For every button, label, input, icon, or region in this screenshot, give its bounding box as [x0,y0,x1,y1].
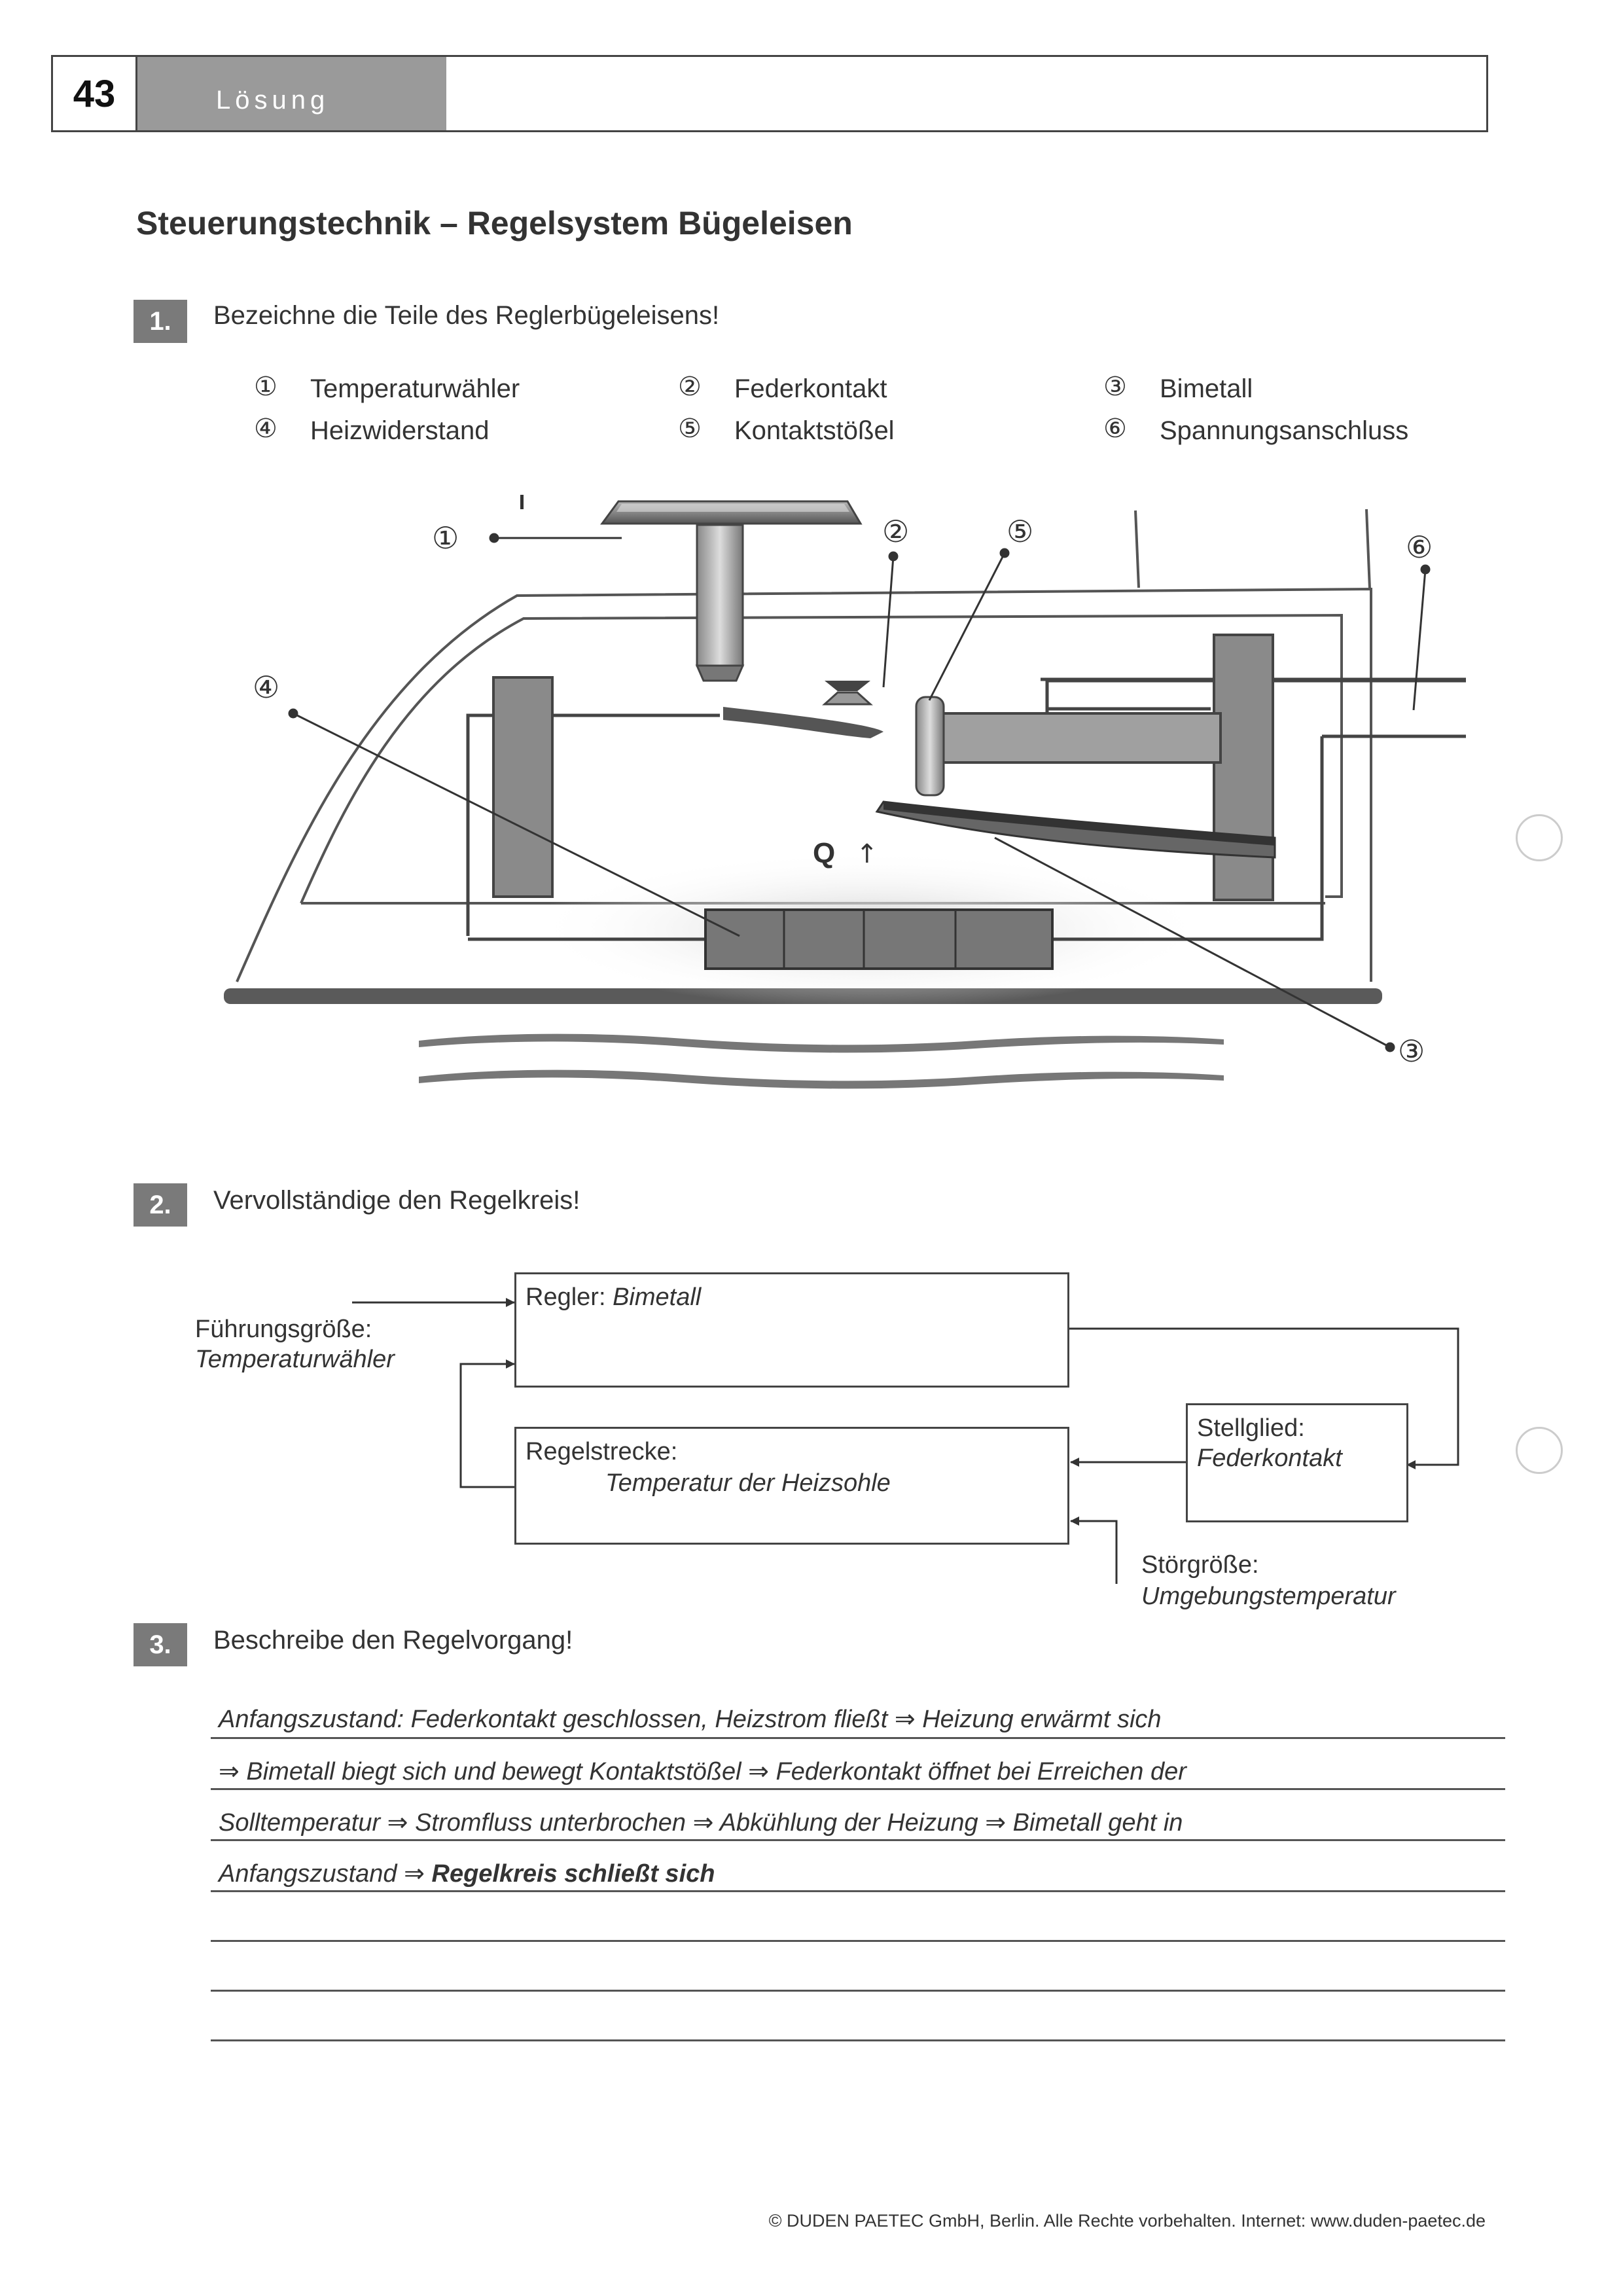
writing-line-1 [211,1737,1505,1739]
fuehrung-value: Temperaturwähler [195,1346,395,1373]
page-header: 43 Lösung [51,55,1488,132]
legend-num-3: ③ [1103,372,1127,402]
screw-tip [695,664,745,682]
knob-highlight [616,504,849,512]
header-tab: Lösung [135,57,446,130]
left-support [492,676,554,898]
heat-label: Q [813,837,835,869]
control-loop-lines [352,1298,1459,1584]
header-label: Lösung [216,86,330,115]
stellglied-value: Federkontakt [1197,1444,1342,1472]
legend-label-6: Spannungsanschluss [1160,416,1409,445]
contact-pin [915,696,945,797]
answer-line-3: Solltemperatur ⇒ Stromfluss unterbrochen… [219,1809,1183,1837]
task1-instruction: Bezeichne die Teile des Reglerbügeleisen… [213,301,720,330]
legend-num-6: ⑥ [1103,414,1127,444]
answer-line-4-bold: Regelkreis schließt sich [431,1860,715,1888]
knob-tick [520,495,524,509]
heating-resistor [704,908,1054,970]
writing-line-2 [211,1788,1505,1790]
task2-instruction: Vervollständige den Regelkreis! [213,1186,580,1215]
answer-line-4-text: Anfangszustand ⇒ [219,1860,432,1888]
contact-lower [822,691,873,706]
regelstrecke-box: Regelstrecke: Temperatur der Heizsohle [514,1427,1069,1545]
iron-diagram: ① ② ⑤ ⑥ ④ ③ Q ↑ [224,495,1466,1089]
heat-arrow: ↑ [856,839,878,869]
task2-badge: 2. [134,1183,187,1227]
legend-num-2: ② [678,372,702,402]
legend-label-4: Heizwiderstand [310,416,490,445]
stellglied-label: Stellglied: [1197,1414,1305,1442]
fuehrung-label: Führungsgröße: [195,1316,372,1343]
knob-screw [696,524,744,667]
legend-num-4: ④ [254,414,277,444]
regler-value: Bimetall [613,1283,702,1311]
page-number: 43 [73,72,116,115]
answer-line-2: ⇒ Bimetall biegt sich und bewegt Kontakt… [219,1758,1186,1785]
legend-num-5: ⑤ [678,414,702,444]
stoer-value: Umgebungstemperatur [1141,1583,1396,1610]
contact-upper [825,681,870,691]
answer-line-4: Anfangszustand ⇒ Regelkreis schließt sic… [219,1859,715,1888]
punch-hole-bottom [1516,1427,1563,1474]
strecke-value: Temperatur der Heizsohle [605,1469,891,1497]
legend-label-1: Temperaturwähler [310,374,520,403]
marker-2: ② [882,514,909,549]
marker-3: ③ [1398,1033,1425,1069]
marker-4: ④ [253,670,279,705]
writing-line-7 [211,2039,1505,2041]
strecke-label: Regelstrecke: [526,1438,678,1465]
spring-contact [723,707,883,738]
leader-lines [288,533,1431,1052]
regler-box: Regler: Bimetall [514,1272,1069,1388]
legend-label-5: Kontaktstößel [734,416,895,445]
legend-num-1: ① [254,372,277,402]
legend-label-2: Federkontakt [734,374,887,403]
bracket [931,712,1222,764]
task3-badge: 3. [134,1623,187,1666]
punch-hole-top [1516,814,1563,861]
bimetal-top [883,802,1275,846]
legend-label-3: Bimetall [1160,374,1253,403]
writing-line-5 [211,1940,1505,1942]
copyright: © DUDEN PAETEC GmbH, Berlin. Alle Rechte… [768,2211,1486,2231]
task1-badge: 1. [134,300,187,343]
stellglied-box: Stellglied: Federkontakt [1186,1403,1408,1522]
stoer-label: Störgröße: [1141,1551,1259,1579]
regler-label: Regler: [526,1283,606,1311]
marker-1: ① [432,520,459,556]
marker-6: ⑥ [1406,529,1433,565]
heat-waves [419,1033,1224,1089]
writing-line-6 [211,1990,1505,1992]
page-title: Steuerungstechnik – Regelsystem Bügeleis… [136,205,853,242]
task3-instruction: Beschreibe den Regelvorgang! [213,1626,573,1655]
writing-line-4 [211,1890,1505,1892]
circuit-wires [466,677,1466,941]
answer-line-1: Anfangszustand: Federkontakt geschlossen… [219,1706,1162,1733]
writing-line-3 [211,1839,1505,1841]
marker-5: ⑤ [1007,514,1033,549]
right-support [1213,634,1274,901]
